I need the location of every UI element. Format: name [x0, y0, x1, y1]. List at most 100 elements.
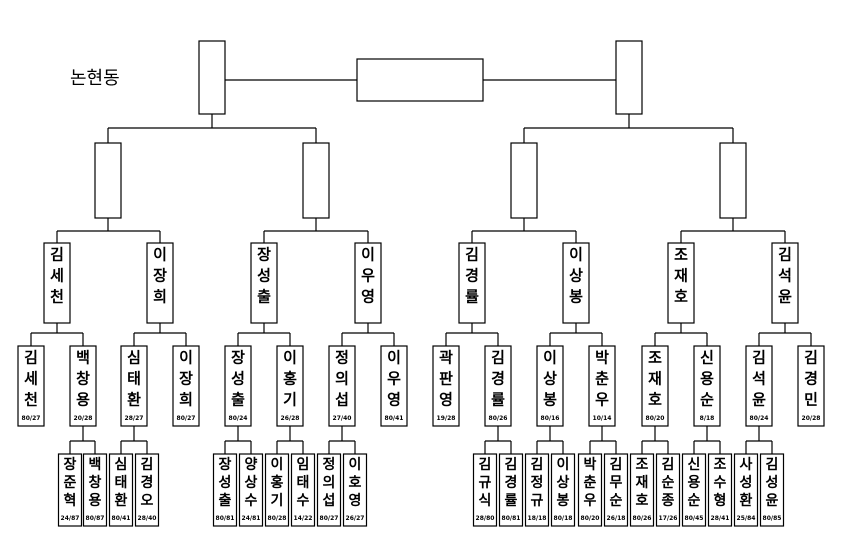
player-score: 80/20	[581, 515, 600, 522]
player-name-char: 이	[569, 245, 583, 263]
player-name-char: 석	[778, 266, 792, 284]
player-name-char: 재	[648, 369, 662, 387]
player-score: 28/40	[138, 515, 157, 522]
player-name-char: 창	[76, 369, 90, 387]
slot-r2j	[484, 345, 512, 427]
player-score: 80/41	[385, 415, 404, 422]
player-score: 28/41	[711, 515, 730, 522]
player-score: 80/28	[268, 515, 287, 522]
player-name-char: 호	[648, 390, 662, 408]
player-name-char: 조	[648, 348, 662, 366]
player-name-char: 호	[674, 287, 688, 305]
player-name-char: 섭	[335, 390, 349, 408]
player-name-char: 이	[179, 348, 193, 366]
player-name-char: 장	[153, 266, 167, 284]
player-name-char: 김	[491, 348, 505, 366]
player-name-char: 규	[531, 493, 544, 509]
player-name-char: 성	[766, 475, 779, 491]
player-score: 20/28	[74, 415, 93, 422]
player-name-char: 출	[219, 492, 232, 509]
player-name-char: 호	[636, 493, 649, 509]
player-score: 17/26	[659, 515, 678, 522]
slot-r1p	[603, 453, 629, 527]
player-name-char: 환	[115, 492, 128, 509]
player-score: 24/87	[61, 515, 80, 522]
player-name-char: 백	[89, 457, 102, 473]
player-name-char: 호	[349, 475, 362, 491]
player-name-char: 용	[700, 369, 714, 387]
player-name-char: 우	[595, 390, 609, 408]
player-score: 14/22	[294, 515, 313, 522]
player-name-char: 순	[662, 475, 675, 491]
player-name-char: 창	[89, 474, 102, 491]
player-name-char: 김	[479, 456, 492, 473]
player-name-char: 장	[257, 245, 271, 263]
player-name-char: 영	[387, 390, 401, 408]
player-name-char: 순	[700, 390, 714, 408]
player-name-char: 경	[491, 369, 505, 387]
player-name-char: 기	[271, 493, 284, 509]
slot-r1a	[57, 453, 83, 527]
slot-r1m	[524, 453, 550, 527]
slot-r2d	[172, 345, 200, 427]
player-name-char: 재	[636, 475, 649, 491]
player-name-char: 률	[505, 492, 518, 509]
player-name-char: 형	[714, 492, 727, 509]
player-name-char: 성	[231, 369, 245, 387]
player-name-char: 장	[64, 456, 77, 473]
slot-r1b	[82, 453, 108, 527]
player-score: 20/28	[802, 415, 821, 422]
player-name-char: 양	[245, 457, 258, 473]
player-name-char: 홍	[283, 369, 297, 387]
player-name-char: 춘	[595, 369, 609, 387]
player-name-char: 경	[804, 369, 818, 387]
player-name-char: 종	[662, 493, 675, 509]
slot-r3h	[771, 242, 799, 324]
player-name-char: 심	[127, 348, 141, 366]
player-name-char: 봉	[543, 390, 557, 408]
player-name-char: 혁	[64, 492, 77, 509]
player-name-char: 출	[257, 287, 271, 305]
slot-r2p	[797, 345, 825, 427]
slot-r1f	[238, 453, 264, 527]
slot-r1e	[212, 453, 238, 527]
player-name-char: 신	[688, 457, 701, 473]
player-name-char: 윤	[766, 493, 779, 509]
player-name-char: 조	[636, 457, 649, 473]
slot-r1r	[655, 453, 681, 527]
player-name-char: 영	[439, 390, 453, 408]
player-name-char: 이	[361, 245, 375, 263]
slot-r4-2	[510, 142, 538, 219]
player-name-char: 상	[543, 369, 557, 387]
player-score: 80/27	[177, 415, 196, 422]
slot-r1v	[759, 453, 785, 527]
player-name-char: 무	[610, 475, 623, 491]
player-name-char: 이	[349, 456, 362, 473]
slot-r3a	[43, 242, 71, 324]
player-name-char: 수	[245, 493, 258, 509]
player-name-char: 태	[127, 369, 141, 387]
player-name-char: 률	[465, 287, 479, 305]
slot-r2b	[69, 345, 97, 427]
player-name-char: 성	[257, 266, 271, 284]
player-name-char: 용	[76, 390, 90, 408]
slot-r2i	[432, 345, 460, 427]
player-name-char: 김	[24, 348, 38, 366]
player-name-char: 윤	[778, 287, 792, 305]
player-name-char: 김	[505, 456, 518, 473]
slot-r2k	[536, 345, 564, 427]
player-name-char: 태	[115, 475, 128, 491]
player-name-char: 의	[323, 474, 336, 491]
player-name-char: 이	[271, 456, 284, 473]
player-name-char: 조	[674, 245, 688, 263]
player-name-char: 식	[479, 493, 492, 509]
player-name-char: 이	[153, 245, 167, 263]
player-name-char: 섭	[323, 493, 336, 509]
player-name-char: 천	[24, 390, 38, 408]
slot-r2f	[276, 345, 304, 427]
player-name-char: 용	[89, 493, 102, 509]
slot-r5-0	[198, 40, 226, 115]
player-name-char: 기	[283, 390, 297, 408]
player-name-char: 민	[804, 390, 818, 408]
